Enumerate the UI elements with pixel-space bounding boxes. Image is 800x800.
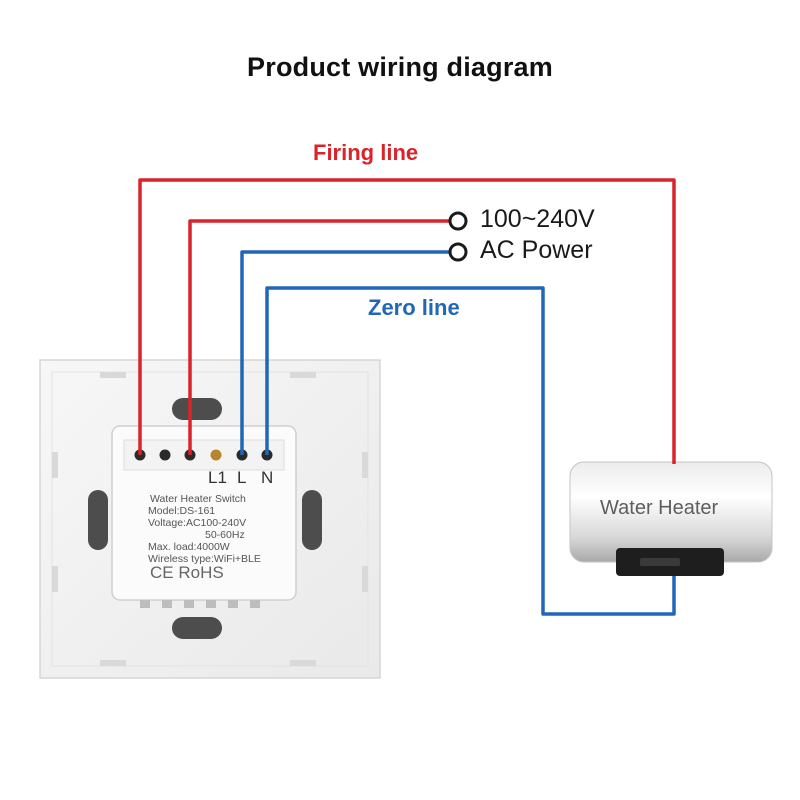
firing-line-label: Firing line (313, 140, 419, 165)
zero-line-label: Zero line (368, 295, 460, 320)
module-name: Water Heater Switch (150, 493, 246, 505)
terminal-label-n: N (261, 468, 274, 487)
mount-slot-top (172, 398, 222, 420)
certification-marks: CE RoHS (150, 563, 224, 582)
terminal-label-l1: L1 (208, 468, 227, 487)
firing-line-wire (138, 178, 676, 464)
water-heater (569, 461, 773, 576)
power-type-label: AC Power (480, 236, 593, 264)
switch-module (111, 425, 297, 608)
module-frequency: 50-60Hz (205, 529, 245, 541)
power-terminal-1 (448, 211, 468, 231)
mount-slot-right (302, 490, 322, 550)
terminal-screw-2 (159, 449, 171, 461)
power-neutral-wire (240, 250, 450, 455)
zero-line-wire (265, 286, 676, 616)
power-terminal-2 (448, 242, 468, 262)
power-voltage-label: 100~240V (480, 205, 595, 233)
terminal-screw-l1 (210, 449, 222, 461)
module-wireless: Wireless type:WiFi+BLE (148, 553, 261, 565)
module-max-load: Max. load:4000W (148, 541, 230, 553)
power-live-wire (188, 219, 450, 455)
water-heater-label: Water Heater (600, 497, 719, 519)
terminal-label-l: L (237, 468, 247, 487)
module-voltage: Voltage:AC100-240V (148, 517, 247, 529)
mount-slot-bottom (172, 617, 222, 639)
mount-slot-left (88, 490, 108, 550)
page-title: Product wiring diagram (247, 52, 553, 82)
module-model: Model:DS-161 (148, 505, 216, 517)
